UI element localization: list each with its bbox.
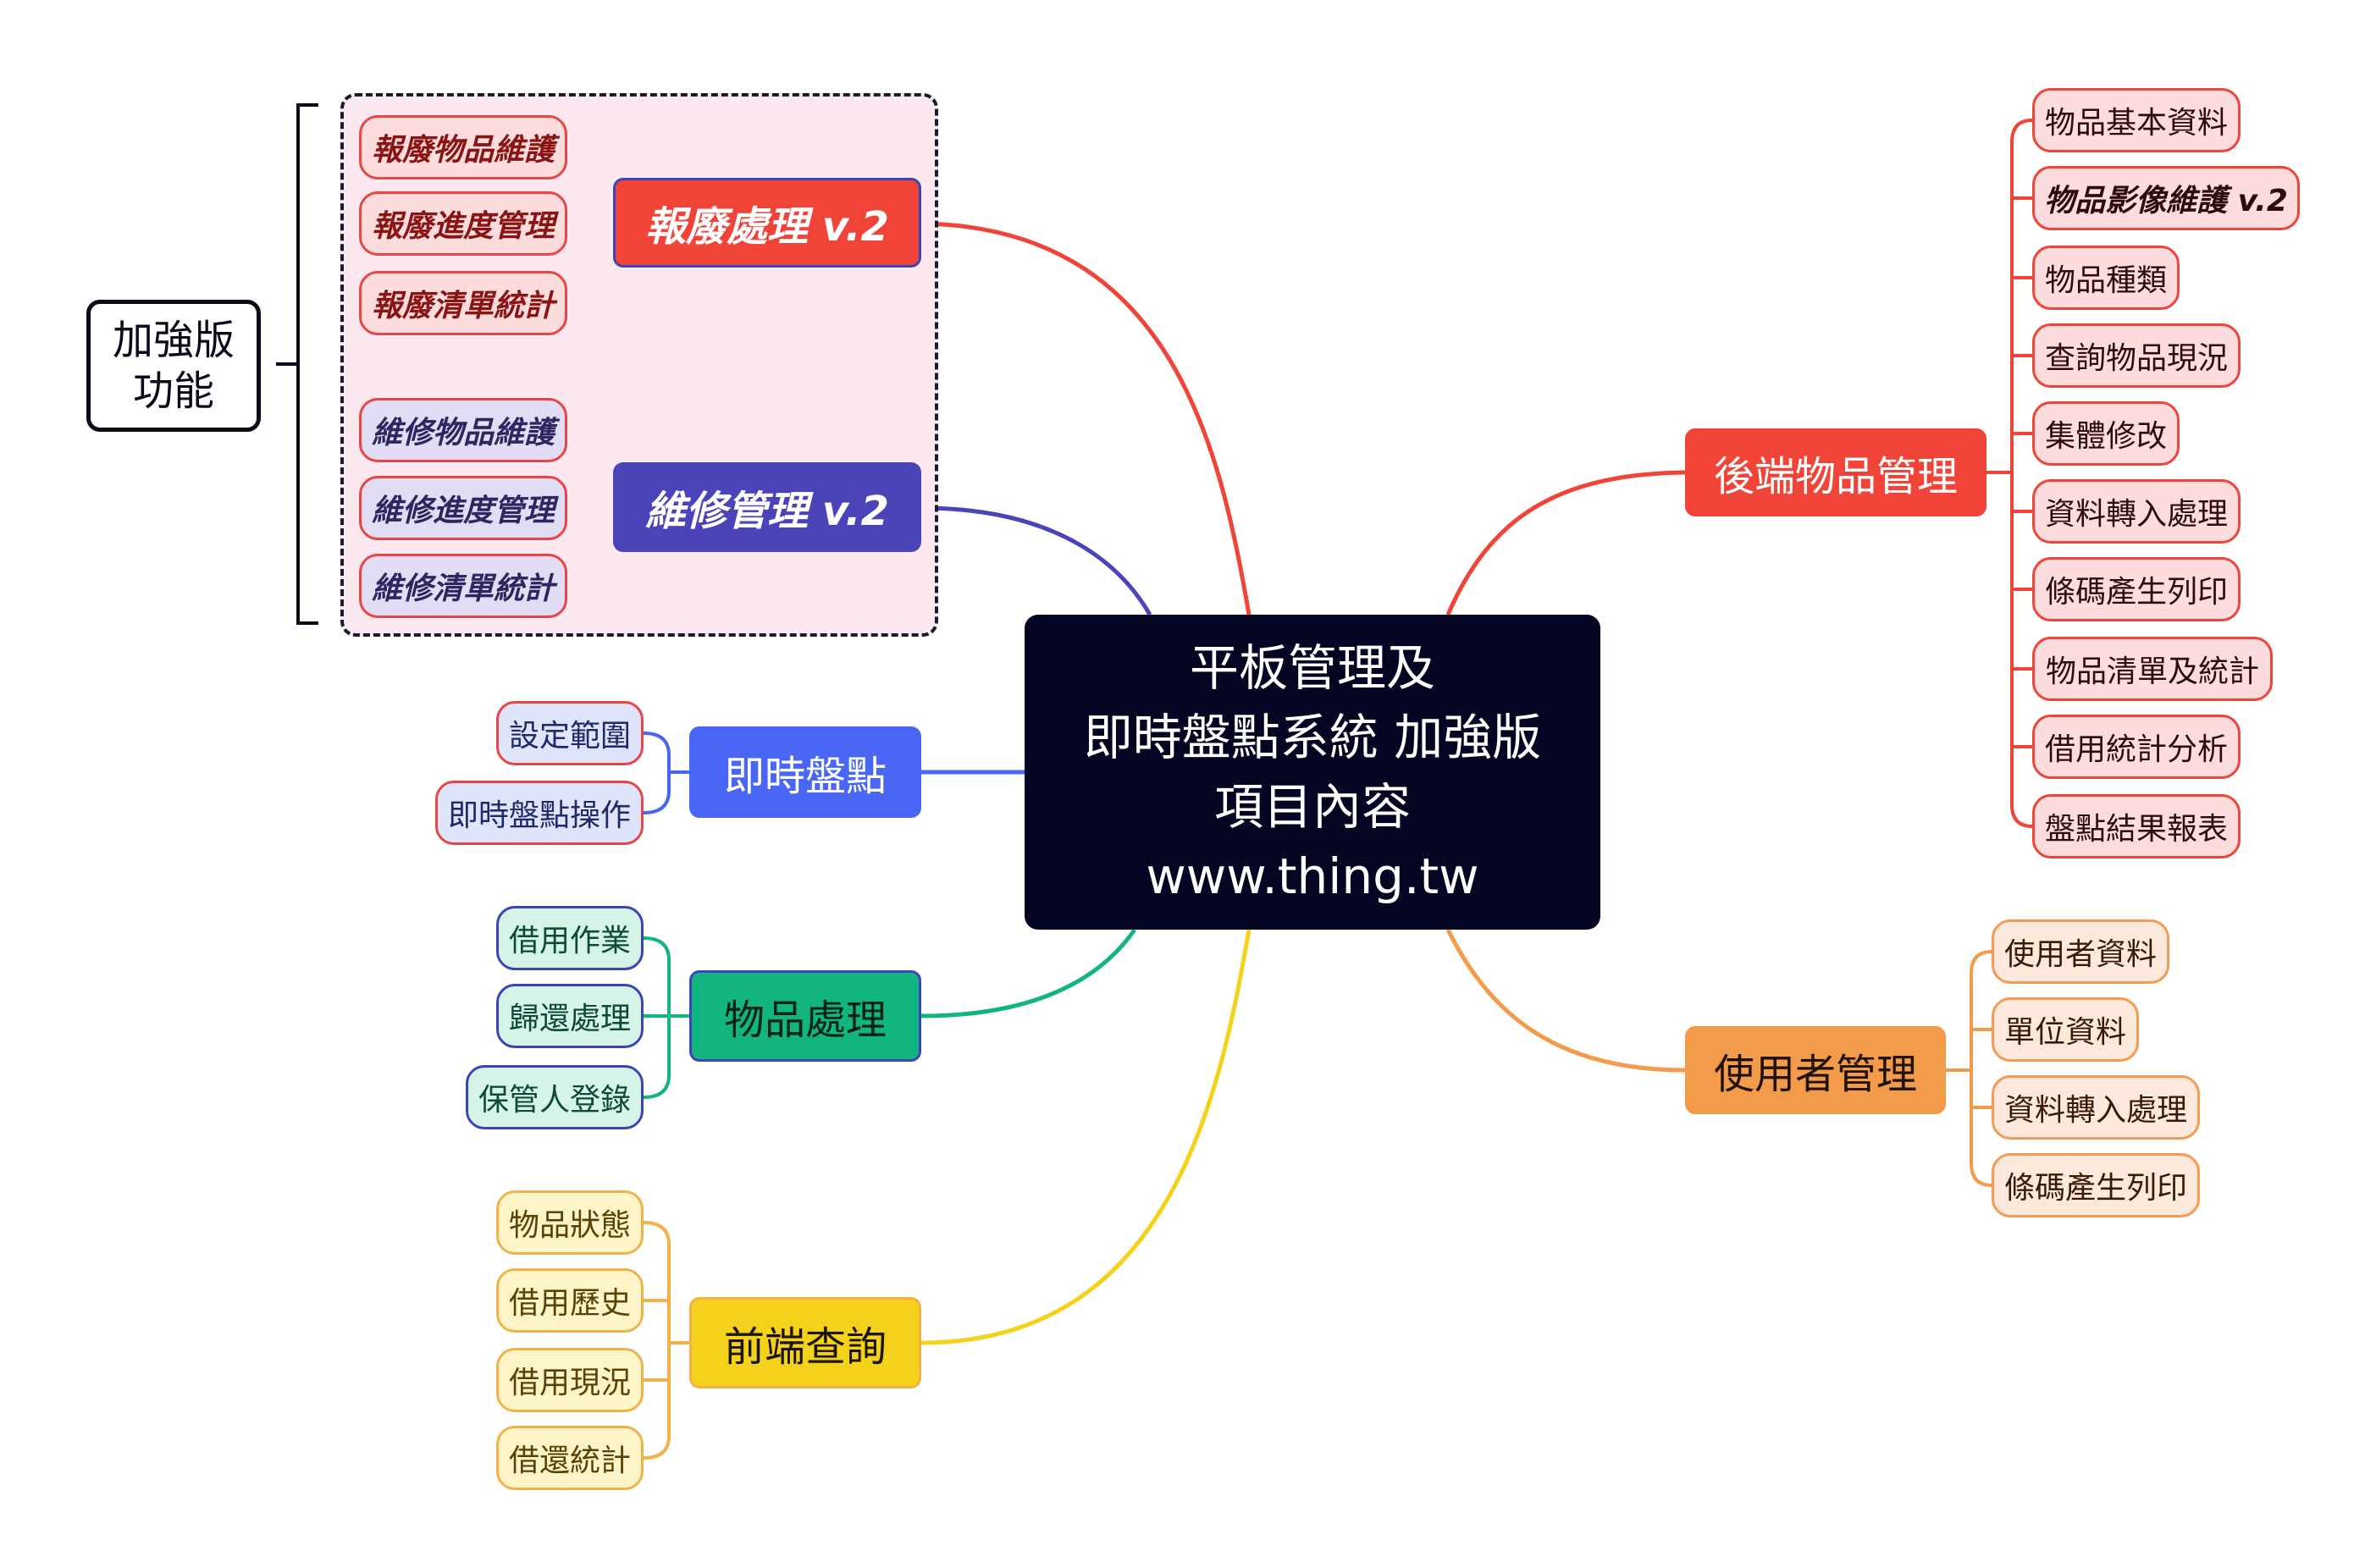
branch-inventory[interactable]: 即時盤點 [689, 726, 921, 818]
leaf-items-1[interactable]: 借用作業 [496, 906, 644, 970]
feature-bracket [276, 103, 318, 625]
branch-front-query[interactable]: 前端查詢 [689, 1297, 921, 1389]
leaf-scrap-2[interactable]: 報廢進度管理 [359, 191, 567, 256]
leaf-scrap-3[interactable]: 報廢清單統計 [359, 271, 567, 335]
leaf-repair-3[interactable]: 維修清單統計 [359, 554, 567, 618]
connector-backend [1445, 470, 1686, 616]
leaf-users-2[interactable]: 單位資料 [1992, 997, 2139, 1062]
central-topic-line-1: 平板管理及 [1189, 639, 1435, 697]
central-topic-line-3: 項目內容 [1213, 778, 1411, 836]
leaf-users-1[interactable]: 使用者資料 [1992, 919, 2169, 984]
central-topic[interactable]: 平板管理及 即時盤點系統 加強版 項目內容 www.thing.tw [1025, 615, 1600, 930]
leaf-backend-4[interactable]: 查詢物品現況 [2032, 323, 2241, 388]
branch-repair[interactable]: 維修管理 v.2 [613, 462, 921, 552]
leaf-front-2[interactable]: 借用歷史 [496, 1268, 644, 1333]
leaf-backend-8[interactable]: 物品清單及統計 [2032, 637, 2273, 701]
leaf-backend-2[interactable]: 物品影像維護 v.2 [2032, 166, 2300, 230]
connector-scrap [920, 221, 1252, 616]
leaf-inventory-1[interactable]: 設定範圍 [496, 701, 644, 765]
enhanced-feature-label: 加強版 功能 [86, 300, 261, 432]
leaf-backend-6[interactable]: 資料轉入處理 [2032, 479, 2241, 544]
branch-backend[interactable]: 後端物品管理 [1685, 428, 1986, 516]
central-topic-line-2: 即時盤點系統 加強版 [1083, 709, 1542, 766]
leaf-repair-2[interactable]: 維修進度管理 [359, 476, 567, 540]
leaf-items-2[interactable]: 歸還處理 [496, 984, 644, 1048]
connector-repair [920, 505, 1152, 616]
leaf-front-1[interactable]: 物品狀態 [496, 1190, 644, 1255]
leaf-inventory-2[interactable]: 即時盤點操作 [435, 781, 644, 845]
connector-items [920, 928, 1137, 1019]
branch-items[interactable]: 物品處理 [689, 970, 921, 1062]
leaf-backend-5[interactable]: 集體修改 [2032, 401, 2180, 466]
leaf-backend-3[interactable]: 物品種類 [2032, 246, 2180, 310]
leaf-users-3[interactable]: 資料轉入處理 [1992, 1075, 2200, 1140]
leaf-repair-1[interactable]: 維修物品維護 [359, 398, 567, 462]
leaf-items-3[interactable]: 保管人登錄 [466, 1065, 644, 1129]
leaf-users-4[interactable]: 條碼產生列印 [1992, 1153, 2200, 1217]
branch-scrap[interactable]: 報廢處理 v.2 [613, 178, 921, 268]
leaf-backend-7[interactable]: 條碼產生列印 [2032, 557, 2241, 621]
feature-label-line-1: 加強版 [112, 317, 235, 364]
feature-label-line-2: 功能 [132, 367, 214, 415]
leaf-backend-1[interactable]: 物品基本資料 [2032, 88, 2241, 152]
leaf-backend-9[interactable]: 借用統計分析 [2032, 715, 2241, 779]
connector-users [1445, 928, 1686, 1073]
leaf-front-3[interactable]: 借用現況 [496, 1348, 644, 1412]
leaf-scrap-1[interactable]: 報廢物品維護 [359, 115, 567, 179]
leaf-front-4[interactable]: 借還統計 [496, 1426, 644, 1490]
central-topic-line-4: www.thing.tw [1146, 847, 1479, 905]
branch-user-management[interactable]: 使用者管理 [1685, 1026, 1946, 1114]
connector-front [920, 929, 1252, 1345]
leaf-backend-10[interactable]: 盤點結果報表 [2032, 794, 2241, 859]
